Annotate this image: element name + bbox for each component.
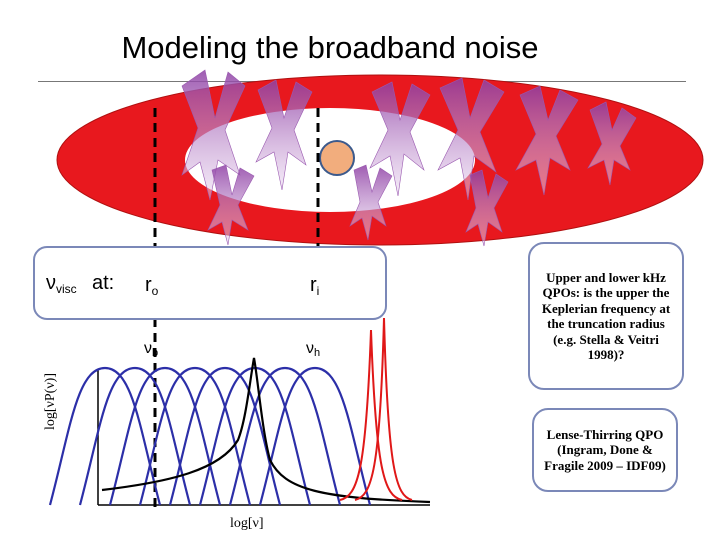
upper-qpo-curve-2	[354, 317, 413, 501]
lt-qpo-note: Lense-Thirring QPO (Ingram, Done & Fragi…	[532, 408, 678, 492]
nu-visc-label: νvisc	[46, 272, 77, 296]
at-label: at:	[92, 272, 115, 294]
radius-box	[33, 246, 387, 320]
kqpo-note: Upper and lower kHz QPOs: is the upper t…	[528, 242, 684, 390]
slide-title: Modeling the broadband noise	[121, 30, 539, 65]
lorentzian-1	[48, 366, 162, 506]
lorentzian-2	[78, 366, 192, 506]
x-axis-label: log[ν]	[230, 516, 264, 531]
r-o-label: ro	[145, 274, 159, 298]
r-i-label: ri	[310, 274, 320, 298]
lorentzian-6	[198, 366, 312, 506]
upper-qpo-curve-1	[339, 329, 403, 501]
nu-b-label: νb	[144, 340, 159, 359]
nu-h-label: νh	[306, 340, 321, 359]
lorentzian-8	[258, 366, 372, 506]
flares	[181, 69, 637, 247]
neutron-star-circle-icon	[319, 140, 355, 176]
lt-qpo-curve	[101, 357, 431, 504]
lorentzian-3	[108, 366, 222, 506]
lorentzian-4	[138, 366, 252, 506]
lorentzian-7	[228, 366, 342, 506]
lorentzian-5	[168, 366, 282, 506]
lorentzian-components	[48, 366, 372, 506]
